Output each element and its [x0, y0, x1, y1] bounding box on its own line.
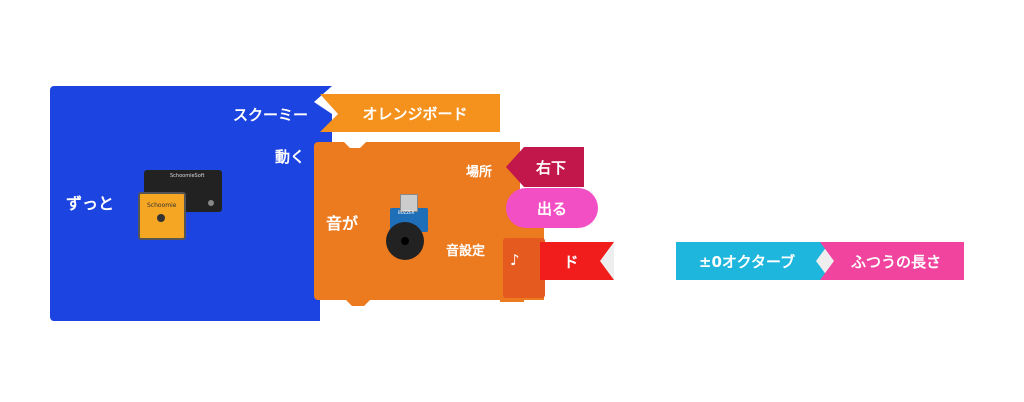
forever-label: ずっと — [66, 190, 114, 214]
module-label: Schoomie — [147, 202, 176, 209]
sound-setting-label: 音設定 — [446, 240, 485, 259]
buzzer-thumbnail: BUZZER — [384, 192, 432, 264]
target-label: スクーミー — [233, 104, 308, 125]
note-empty-slot[interactable] — [614, 242, 676, 280]
action-value-pill[interactable]: 出る — [506, 188, 598, 228]
buzzer-speaker-center — [401, 237, 409, 245]
sound-label: 音が — [326, 210, 358, 234]
target-value[interactable]: オレンジボード — [340, 94, 490, 132]
module-button — [157, 214, 165, 222]
board-label: SchoomieSoft — [170, 173, 204, 179]
octave-value[interactable]: ±0オクターブ — [680, 242, 814, 280]
place-label: 場所 — [466, 161, 492, 180]
move-label: 動く — [275, 146, 305, 167]
board-module: Schoomie — [138, 192, 186, 240]
note-value[interactable]: ド — [545, 242, 597, 280]
place-value[interactable]: 右下 — [522, 147, 580, 187]
length-value[interactable]: ふつうの長さ — [832, 242, 960, 280]
board-thumbnail: SchoomieSoft Schoomie — [138, 166, 228, 240]
board-pin — [208, 200, 214, 206]
music-note-icon: ♪ — [510, 251, 520, 269]
buzzer-label: BUZZER — [398, 210, 414, 215]
